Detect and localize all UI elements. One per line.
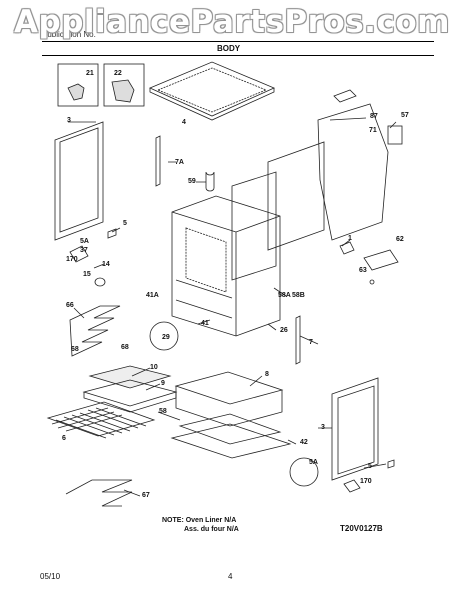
part-label-22: 22 [114, 70, 122, 77]
part-170-right [343, 479, 361, 493]
part-87 [333, 89, 357, 103]
section-title: BODY [217, 44, 241, 53]
oven-frame [171, 195, 281, 337]
oven-liner-note: NOTE: Oven Liner N/A Ass. du four N/A [162, 516, 239, 534]
part-22-bracket [111, 79, 135, 103]
watermark-logo: AppliancePartsPros.com [14, 4, 450, 40]
oven-rack [46, 401, 156, 437]
left-side-panel [54, 121, 104, 241]
part-label-58B: 58B [292, 292, 305, 299]
part-21-bracket [67, 83, 85, 101]
part-label-58A: 58A [278, 292, 291, 299]
bake-element [69, 305, 121, 357]
footer-page-number: 4 [228, 572, 233, 581]
part-label-3: 3 [67, 117, 71, 124]
part-label-26: 26 [280, 327, 288, 334]
side-rail-7 [295, 315, 301, 365]
part-label-170: 170 [66, 256, 78, 263]
part-15 [94, 277, 106, 287]
header-rule-top [42, 41, 434, 42]
part-57 [387, 125, 403, 145]
part-label-170: 170 [360, 478, 372, 485]
part-label-66: 66 [66, 302, 74, 309]
part-label-57: 57 [401, 112, 409, 119]
part-label-71: 71 [369, 127, 377, 134]
part-14 [93, 263, 105, 269]
note-line-2: Ass. du four N/A [184, 526, 239, 533]
part-label-14: 14 [102, 261, 110, 268]
right-side-panel [331, 377, 379, 481]
footer-date: 05/10 [40, 572, 61, 581]
part-label-87: 87 [370, 113, 378, 120]
header-rule-bottom [42, 55, 434, 56]
insulation-blanket [231, 171, 277, 281]
publication-label: Publication No. [42, 30, 96, 39]
part-label-59: 59 [188, 178, 196, 185]
part-5-right [387, 459, 395, 469]
part-label-68: 68 [121, 344, 129, 351]
part-label-4: 4 [182, 119, 186, 126]
part-label-62: 62 [396, 236, 404, 243]
top-panel [148, 61, 276, 117]
part-1 [339, 241, 355, 255]
part-label-67: 67 [142, 492, 150, 499]
side-rail-7a [155, 135, 161, 187]
part-label-21: 21 [86, 70, 94, 77]
part-59 [205, 171, 215, 192]
part-label-15: 15 [83, 271, 91, 278]
detail-29 [149, 321, 179, 351]
part-label-5: 5 [123, 220, 127, 227]
broil-element [65, 479, 133, 507]
part-label-3: 3 [321, 424, 325, 431]
detail-5a [289, 457, 319, 487]
part-22-box [103, 63, 145, 107]
diagram-code: T20V0127B [340, 524, 383, 533]
part-label-41A: 41A [146, 292, 159, 299]
part-label-1: 1 [348, 235, 352, 242]
drawer-liner-58 [178, 413, 282, 445]
rear-panel [317, 103, 389, 241]
part-label-41: 41 [201, 320, 209, 327]
part-label-10: 10 [150, 364, 158, 371]
part-21-box [57, 63, 99, 107]
part-label-37: 37 [80, 247, 88, 254]
part-5a [69, 245, 89, 263]
part-label-5A: 5A [80, 238, 89, 245]
part-label-7: 7 [309, 339, 313, 346]
part-label-5A: 5A [309, 459, 318, 466]
part-label-58: 58 [159, 408, 167, 415]
part-label-8: 8 [265, 371, 269, 378]
part-62 [363, 249, 399, 271]
part-label-6: 6 [62, 435, 66, 442]
part-5 [107, 228, 117, 239]
part-label-42: 42 [300, 439, 308, 446]
part-63 [369, 279, 375, 285]
part-label-63: 63 [359, 267, 367, 274]
drawer-front-42 [170, 423, 292, 459]
note-line-1: NOTE: Oven Liner N/A [162, 517, 237, 524]
part-label-7A: 7A [175, 159, 184, 166]
part-label-5: 5 [368, 463, 372, 470]
part-label-68: 68 [71, 346, 79, 353]
part-label-29: 29 [162, 334, 170, 341]
broil-grid [88, 365, 172, 389]
part-label-9: 9 [161, 380, 165, 387]
